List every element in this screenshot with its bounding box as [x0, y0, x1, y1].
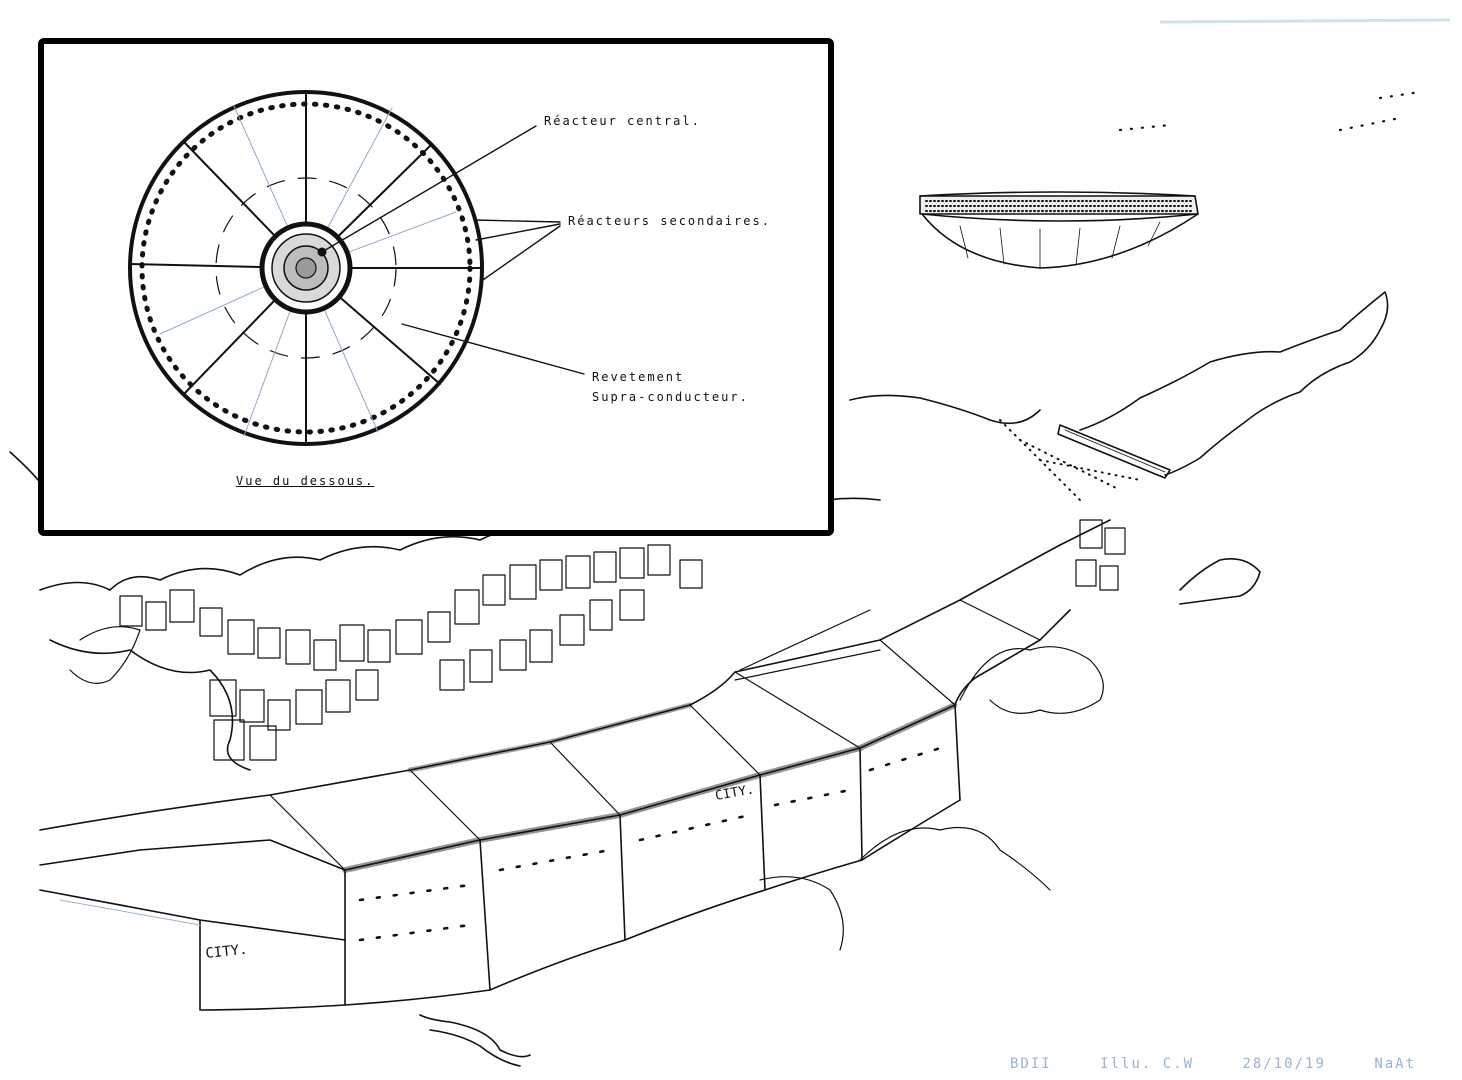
- right-hillside: [1057, 291, 1389, 605]
- pencil-streak: [1159, 18, 1451, 24]
- sky-specks: [1118, 90, 1422, 132]
- label-coating-line2: Supra-conducteur.: [592, 390, 749, 404]
- label-secondary-reactors: Réacteurs secondaires.: [568, 214, 771, 228]
- footer-signature: NaAt: [1374, 1056, 1417, 1072]
- wall-sign-upper: CITY.: [714, 782, 755, 804]
- saucer-underside-diagram: [128, 90, 585, 446]
- wall-sign-lower: CITY.: [205, 942, 249, 962]
- pencil-footer-notes: BDII Illu. C.W 28/10/19 NaAt: [1010, 1056, 1454, 1072]
- footer-note-1: BDII: [1010, 1056, 1052, 1072]
- left-horizon: [9, 394, 1041, 481]
- city-wall: [39, 519, 1111, 1067]
- footer-note-2: Illu. C.W: [1100, 1056, 1195, 1072]
- floating-saucer: [919, 191, 1199, 269]
- inset-diagram-frame: Réacteur central. Réacteurs secondaires.…: [38, 38, 834, 536]
- city-sprawl: [39, 419, 1141, 771]
- label-coating-line1: Revetement: [592, 370, 685, 384]
- label-central-reactor: Réacteur central.: [544, 114, 701, 128]
- footer-date: 28/10/19: [1242, 1056, 1326, 1072]
- label-view-title: Vue du dessous.: [236, 474, 375, 488]
- foreground-vegetation: [69, 626, 1104, 951]
